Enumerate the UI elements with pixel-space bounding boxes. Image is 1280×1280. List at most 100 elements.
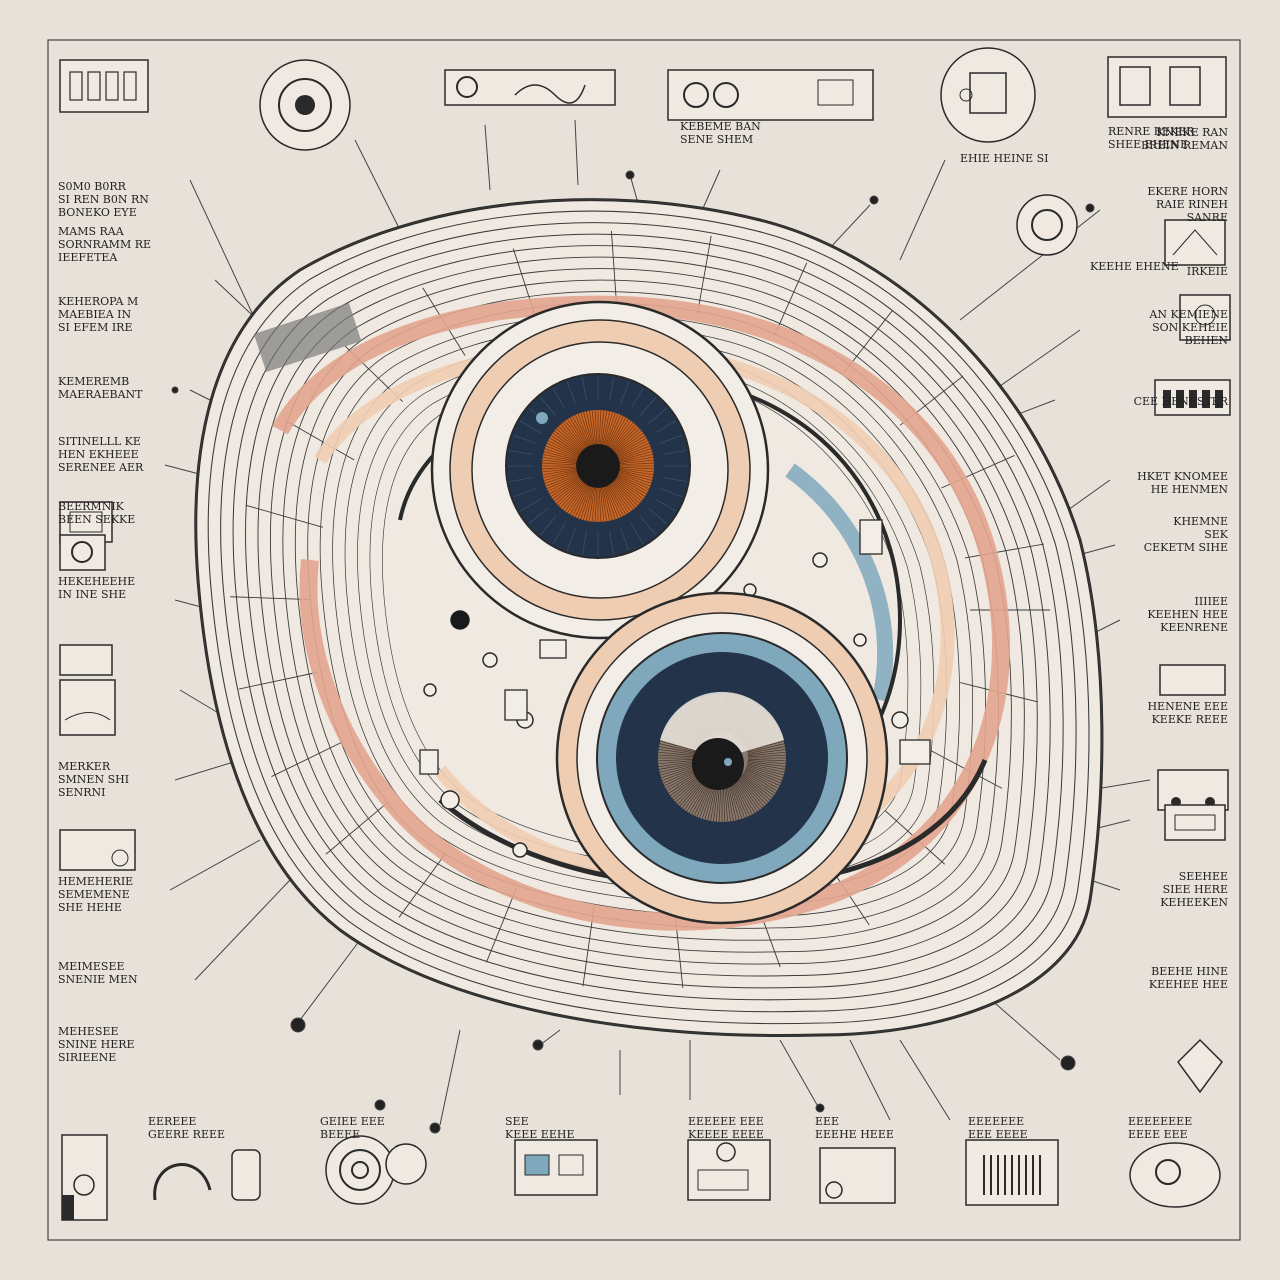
iris-fibre [613,481,638,506]
iris-fibre [542,456,577,463]
iris-fibre [612,482,636,508]
ring-crack [245,504,323,528]
right-callout-label: CEE HENESTER [1134,395,1229,408]
iris-fibre [585,411,594,445]
mechanism-plate [419,749,439,775]
leader-line [169,839,261,891]
chip-icon [1164,804,1226,841]
iris-fibre [608,484,627,515]
iris-fibre [562,422,585,450]
lower-eye [555,591,889,925]
iris-fibre [607,485,624,517]
iris-fibre [662,477,687,483]
mechanism-plate [899,739,931,765]
iris-fibre [615,478,644,500]
ring-line [294,291,999,941]
iris-fibre [580,412,592,446]
barcode-box-icon [965,1139,1059,1206]
iris-fibre [552,387,566,410]
iris-fibre [528,508,548,525]
iris-fibre [607,415,624,447]
oval-lens-icon [1129,1142,1221,1208]
iris-fibre [594,410,598,445]
iris-fibre [542,467,577,473]
ring-line [319,314,973,917]
iris-fibre [616,435,646,455]
dark-bolt [451,611,469,629]
iris-fibre [605,413,619,446]
iris-fibre [547,440,579,457]
iris-fibre [583,487,593,521]
iris-fibre [542,469,577,476]
iris-fibre [552,478,581,500]
iris-fibre [659,434,683,444]
iris-fibre [604,486,616,520]
iris-fibre [549,437,580,456]
iris-fibre [562,482,585,510]
hooded-icon [59,644,113,676]
ring-crack [230,596,311,600]
ring-line [282,279,1012,953]
ring-line [220,222,1077,1013]
iris-fibre [544,472,578,484]
iris-fibre [606,485,622,518]
iris-fibre [542,466,577,470]
iris-fibre [545,473,578,487]
iris-fibre [619,459,654,465]
iris-fibre [609,418,629,448]
iris-fibre [574,414,590,447]
gauge-circle-icon [259,59,351,151]
iris-fibre [619,451,653,461]
iris-fibre [603,411,613,445]
iris-fibre [722,783,726,822]
iris-fibre [581,377,587,402]
iris-fibre [727,783,737,821]
iris-fibre [547,475,579,492]
ring-line [269,268,1025,965]
ring-line [207,210,1090,1025]
iris-fibre [619,453,653,462]
ring-crack [398,852,447,918]
iris-fibre [560,482,584,508]
ring-line [257,256,1038,977]
iris-fibre [619,456,654,463]
iris-fibre [745,768,780,787]
peripheral-icons [59,47,1231,1221]
iris-fibre [564,420,586,449]
leader-dot [625,170,635,180]
iris-fibre [612,424,636,450]
ring-crack [271,741,344,777]
iris-fibre [747,746,786,754]
sensor-box-icon [687,1139,771,1201]
iris-fibre [661,766,698,781]
iris-fibre [598,487,602,522]
iris-fibre [658,754,697,758]
iris-fibre [740,775,769,803]
iris-fibre [601,410,608,445]
iris-fibre [659,763,697,773]
meter-panel-icon [1107,56,1227,118]
iris-fibre [610,420,632,449]
iris-fibre [658,759,697,765]
camera-panel-icon [444,69,616,106]
leader-line [849,1039,891,1121]
iris-fibre [583,411,593,445]
iris-fibre [509,449,534,455]
iris-fibre [615,432,644,454]
iris-fibre [609,377,615,402]
leader-line [189,179,261,331]
iris-fibre [746,766,783,781]
iris-fibre [610,483,632,512]
gear-hole [812,552,828,568]
iris-fibre [648,508,668,525]
iris-fibre [654,420,677,434]
